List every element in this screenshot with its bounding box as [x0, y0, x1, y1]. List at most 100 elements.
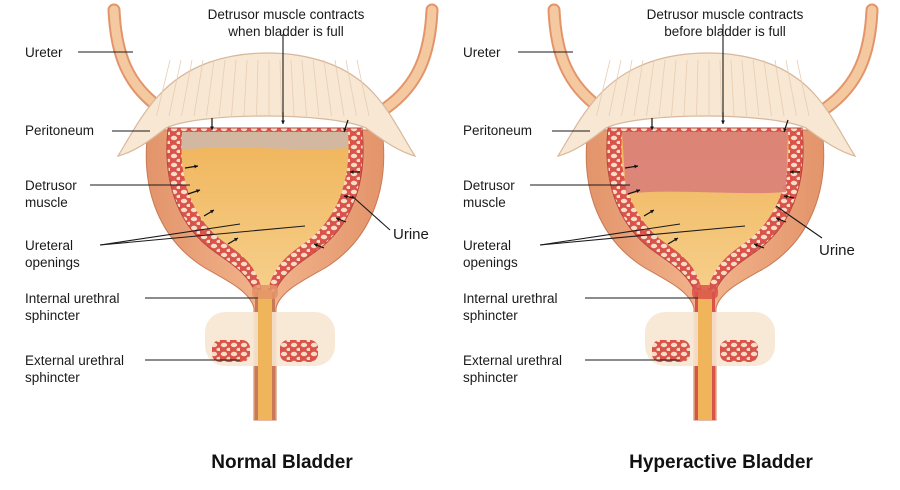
external-sphincter-right: [280, 340, 318, 362]
right-ureter: [381, 5, 437, 113]
ureter-label: Ureter: [463, 45, 501, 60]
peritoneum-fold-line: [231, 59, 237, 117]
bladder-upper-region: [182, 132, 348, 150]
peritoneum-fold-line: [356, 59, 370, 117]
internal-urethral-sphincter-label: Internal urethral sphincter: [463, 291, 558, 323]
contraction-arrowhead: [210, 126, 214, 130]
urine-label: Urine: [393, 226, 429, 243]
peritoneum-fold-line: [719, 59, 722, 117]
detrusor-muscle-label: Detrusor muscle: [463, 178, 515, 210]
peritoneum-fold-line: [156, 59, 171, 117]
internal-urethral-sphincter-label: Internal urethral sphincter: [25, 291, 120, 323]
peritoneum-fold-line: [334, 59, 345, 117]
peritoneum-fold-line: [752, 59, 760, 117]
peritoneum-fold-line: [323, 59, 332, 117]
external-sphincter-left: [652, 340, 690, 362]
ureteral-leader-1: [99, 223, 241, 246]
detrusor-muscle-label: Detrusor muscle: [25, 178, 77, 210]
hyperactive-bladder-caption: Hyperactive Bladder: [629, 452, 813, 473]
peritoneum-fold-line: [301, 59, 307, 117]
contraction-arrowhead: [783, 128, 787, 132]
peritoneum-fold-line: [193, 59, 204, 117]
left-ureter: [109, 5, 165, 113]
ureteral-leader-2: [539, 225, 746, 246]
peritoneum-fold-line: [168, 59, 182, 117]
peritoneum-fold-line: [671, 59, 677, 117]
contraction-arrowhead: [754, 243, 758, 248]
contraction-arrowhead: [196, 189, 200, 193]
contraction-arrowhead: [776, 217, 780, 222]
hyperactive-bladder-illustration: [518, 3, 879, 421]
ureter-label: Ureter: [25, 45, 63, 60]
peritoneum-fold-line: [796, 59, 810, 117]
ureteral-openings-label: Ureteral openings: [463, 238, 518, 270]
peritoneum-fold-line: [345, 59, 357, 117]
peritoneum-fold-line: [218, 59, 226, 117]
contraction-arrowhead: [674, 238, 678, 242]
contraction-arrowhead: [336, 217, 340, 222]
peritoneum-fold-line: [730, 59, 735, 117]
peritoneum-fold-line: [181, 59, 193, 117]
peritoneum-fold-line: [763, 59, 772, 117]
peritoneum-fold-line: [696, 59, 699, 117]
contraction-arrowhead: [790, 170, 794, 174]
normal-bladder-illustration: [78, 3, 439, 421]
normal-bladder-caption: Normal Bladder: [211, 452, 353, 473]
detrusor-contracts-label: Detrusor muscle contracts before bladder…: [646, 7, 804, 39]
ureteral-leader-2: [99, 225, 306, 246]
bladder-upper-region: [622, 132, 788, 194]
peritoneum-fold-line: [206, 59, 215, 117]
detrusor-contracts-label: Detrusor muscle contracts when bladder i…: [207, 7, 365, 39]
external-sphincter-right: [720, 340, 758, 362]
peritoneum-fold-line: [256, 59, 259, 117]
peritoneum-fold-line: [596, 59, 611, 117]
contraction-arrowhead: [281, 120, 285, 124]
contraction-arrowhead: [721, 120, 725, 124]
external-urethral-sphincter-label: External urethral sphincter: [463, 353, 563, 385]
internal-urethral-sphincter: [252, 285, 278, 299]
urine-label: Urine: [819, 242, 855, 259]
urine-leader: [775, 205, 823, 239]
contraction-arrowhead: [784, 194, 788, 199]
contraction-arrowhead: [344, 194, 348, 199]
peritoneum-fold-line: [243, 59, 248, 117]
peritoneum-fold-line: [608, 59, 622, 117]
normal-bladder-panel: Detrusor muscle contracts when bladder i…: [25, 3, 439, 473]
contraction-arrowhead: [194, 164, 198, 169]
external-urethral-sphincter-label: External urethral sphincter: [25, 353, 125, 385]
peritoneum-fold-line: [279, 59, 282, 117]
contraction-arrowhead: [634, 164, 638, 169]
peritoneum-fold-line: [785, 59, 797, 117]
urethra-through-floor: [698, 312, 712, 366]
peritoneum-label: Peritoneum: [463, 123, 533, 138]
peritoneum: [556, 52, 857, 157]
peritoneum-fold-line: [621, 59, 633, 117]
ureteral-leader-1: [539, 223, 681, 246]
left-ureter: [549, 5, 605, 113]
contraction-arrowhead: [234, 238, 238, 242]
contraction-arrowhead: [350, 170, 354, 174]
contraction-arrowhead: [210, 210, 214, 214]
peritoneum-fold-line: [633, 59, 644, 117]
peritoneum-fold-line: [312, 59, 320, 117]
contraction-arrowhead: [343, 128, 347, 132]
internal-urethral-sphincter: [692, 285, 718, 299]
peritoneum-fold-line: [646, 59, 655, 117]
contraction-arrowhead: [636, 189, 640, 193]
urine-fill: [181, 132, 349, 290]
right-ureter: [821, 5, 877, 113]
peritoneum-fold-line: [290, 59, 295, 117]
urine-leader: [351, 195, 391, 231]
peritoneum-fold-line: [658, 59, 666, 117]
external-sphincter-left: [212, 340, 250, 362]
peritoneum-fold-line: [683, 59, 688, 117]
peritoneum: [116, 52, 417, 157]
contraction-arrowhead: [650, 210, 654, 214]
peritoneum-label: Peritoneum: [25, 123, 95, 138]
contraction-arrowhead: [650, 126, 654, 130]
hyperactive-bladder-panel: Detrusor muscle contracts before bladder…: [440, 0, 890, 490]
peritoneum-fold-line: [741, 59, 747, 117]
urethra-through-floor: [258, 312, 272, 366]
ureteral-openings-label: Ureteral openings: [25, 238, 80, 270]
